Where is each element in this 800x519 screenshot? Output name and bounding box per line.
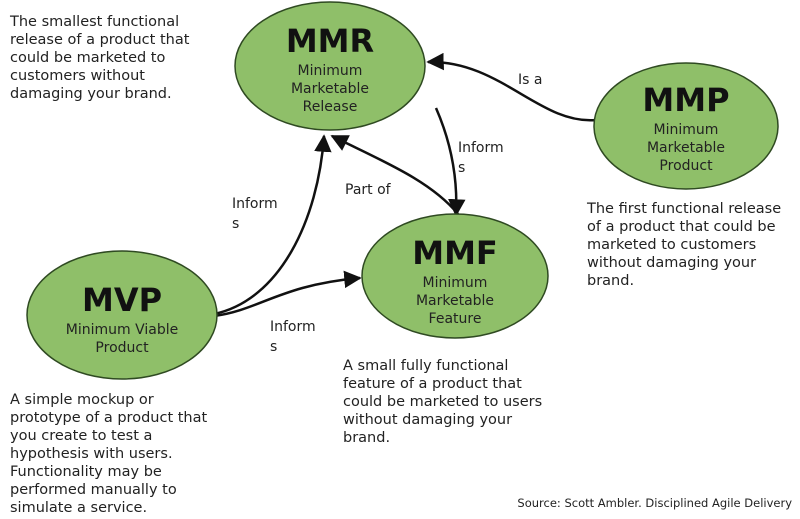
mvp-description: A simple mockup or prototype of a produc… — [10, 392, 208, 516]
mmr-abbr: MMR — [285, 22, 375, 60]
edge-mmf-part-of-mmr — [330, 134, 459, 215]
mmp-node-shape — [593, 62, 779, 190]
edge-label-informs-mvp-mmf: Inform s — [270, 319, 316, 355]
mmf-abbr: MMF — [412, 234, 498, 272]
mmr-node-shape — [234, 1, 426, 131]
mmp-description: The first functional release of a produc… — [587, 201, 782, 289]
mmr-description: The smallest functional release of a pro… — [10, 14, 190, 102]
mvp-node: MVP Minimum Viable Product — [47, 283, 197, 357]
mmp-fullname: Minimum Marketable Product — [646, 122, 726, 174]
mvp-abbr: MVP — [81, 281, 163, 319]
edge-label-informs-mmf-mmr: Inform s — [458, 140, 504, 176]
mmf-node-shape — [361, 213, 549, 339]
edge-mmp-is-a-mmr — [426, 52, 597, 122]
mmf-fullname: Minimum Marketable Feature — [415, 275, 495, 327]
edge-label-part-of: Part of — [345, 182, 391, 198]
mmr-fullname: Minimum Marketable Release — [290, 63, 370, 115]
source-credit: Source: Scott Ambler. Disciplined Agile … — [517, 496, 792, 510]
mvp-node-shape — [26, 250, 218, 380]
edge-mvp-informs-mmf — [213, 270, 362, 318]
mmp-node: MMP Minimum Marketable Product — [611, 83, 761, 175]
mmf-node: MMF Minimum Marketable Feature — [380, 236, 530, 328]
mmr-node: MMR Minimum Marketable Release — [255, 24, 405, 116]
mmf-description: A small fully functional feature of a pr… — [343, 358, 543, 446]
edge-label-is-a: Is a — [518, 72, 543, 88]
edge-mmr-informs-mmf — [434, 107, 466, 217]
edge-label-informs-mvp-mmr: Inform s — [232, 196, 278, 232]
edge-mvp-informs-mmr — [213, 134, 332, 316]
mmp-abbr: MMP — [642, 81, 730, 119]
mvp-fullname: Minimum Viable Product — [65, 322, 179, 356]
